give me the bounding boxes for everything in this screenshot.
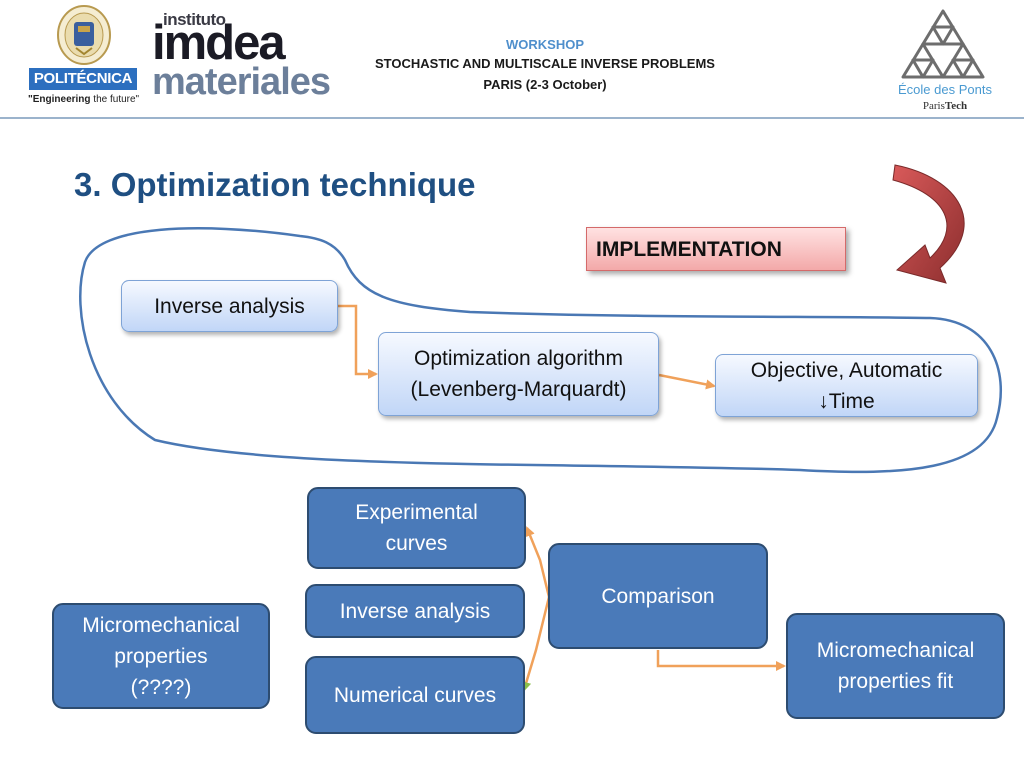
- numerical-curves-box: Numerical curves: [305, 656, 525, 734]
- ponts-triangle-icon: [901, 9, 985, 79]
- optimization-line-1: Optimization algorithm: [414, 347, 623, 370]
- experimental-line-1: Experimental: [355, 501, 478, 524]
- event-title: STOCHASTIC AND MULTISCALE INVERSE PROBLE…: [375, 56, 715, 71]
- experimental-line-2: curves: [385, 532, 448, 555]
- micro-line-2: properties: [114, 644, 208, 668]
- inverse-analysis-label: Inverse analysis: [154, 294, 305, 318]
- event-place: PARIS (2-3 October): [483, 77, 607, 92]
- ponts-name: École des Ponts: [898, 82, 992, 97]
- optimization-algorithm-box: Optimization algorithm (Levenberg-Marqua…: [378, 332, 659, 416]
- fit-line-1: Micromechanical: [816, 639, 975, 662]
- header-divider: [0, 117, 1024, 119]
- objective-line-1: Objective, Automatic: [750, 358, 943, 382]
- micro-line-3: (????): [130, 675, 192, 699]
- micro-line-1: Micromechanical: [82, 613, 240, 637]
- connector-comparison-to-fit: [656, 650, 786, 671]
- connector-comparison-to-numerical: [521, 596, 551, 692]
- micromechanical-fit-box: Micromechanical properties fit: [786, 613, 1005, 719]
- imdea-materiales-text: materiales: [152, 61, 331, 103]
- connector-optimization-to-objective: [658, 373, 716, 390]
- page-title: 3. Optimization technique: [74, 166, 476, 203]
- implementation-label: IMPLEMENTATION: [596, 238, 782, 261]
- workshop-header: WORKSHOP STOCHASTIC AND MULTISCALE INVER…: [330, 36, 760, 95]
- implementation-box: [586, 227, 846, 271]
- inverse-analysis-dark-box: Inverse analysis: [305, 584, 525, 638]
- micromechanical-properties-box: Micromechanical properties (????): [52, 603, 270, 709]
- objective-line-2: ↓Time: [818, 389, 875, 413]
- objective-box: Objective, Automatic ↓Time: [715, 354, 978, 417]
- connector-comparison-to-experimental: [525, 526, 551, 598]
- politecnica-logo: POLITÉCNICA: [29, 68, 137, 90]
- connector-inverse-to-optimization: [338, 304, 378, 379]
- inverse-analysis-box: Inverse analysis: [121, 280, 338, 332]
- inverse-analysis-dark-label: Inverse analysis: [339, 599, 491, 623]
- workshop-label: WORKSHOP: [506, 37, 584, 52]
- comparison-label: Comparison: [601, 584, 715, 608]
- upm-seal-icon: [57, 5, 111, 65]
- politecnica-tagline: "Engineering the future": [28, 94, 140, 105]
- paristech-text: ParisTech: [922, 100, 968, 112]
- comparison-box: Comparison: [548, 543, 768, 649]
- imdea-logo: imdea: [152, 16, 286, 70]
- experimental-curves-box: Experimental curves: [307, 487, 526, 569]
- fit-line-2: properties fit: [837, 670, 954, 693]
- curved-arrow-icon: [892, 164, 965, 284]
- implementation-outline: [79, 227, 1002, 474]
- optimization-line-2: (Levenberg-Marquardt): [410, 378, 627, 401]
- imdea-instituto-text: instituto: [163, 10, 226, 29]
- numerical-curves-label: Numerical curves: [333, 683, 497, 707]
